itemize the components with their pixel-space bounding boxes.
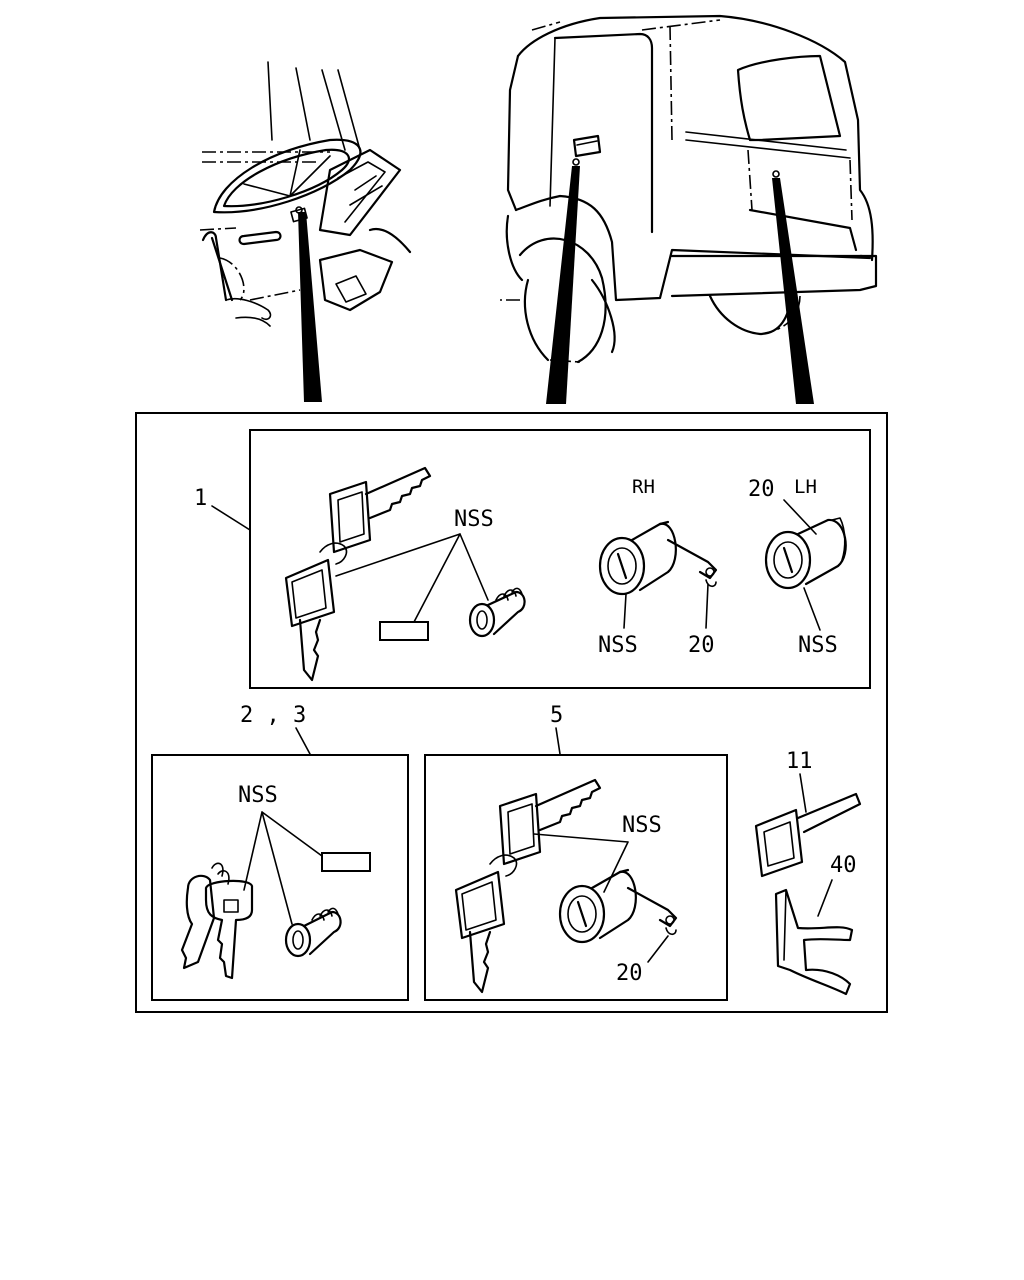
door-lock-icon-set5 (558, 868, 678, 944)
ref-1-leader (211, 505, 251, 531)
ref-11-label: 11 (786, 749, 813, 774)
key-pair-icon (284, 466, 432, 682)
rh-door-lock-icon (598, 520, 718, 596)
rh-label: RH (632, 476, 655, 498)
ref-11-leader (799, 773, 807, 813)
ref-5-leader (555, 727, 561, 755)
ref-40-label: 40 (830, 853, 857, 878)
panel-set-2-3: 2 , 3 NSS (151, 703, 409, 1001)
panel-set-1: 1 NSS RH (194, 429, 871, 689)
ref-1-label: 1 (194, 486, 207, 511)
nss-label-lh: NSS (798, 633, 838, 658)
panel-1-box (249, 429, 871, 689)
main-frame (135, 412, 888, 1013)
nss-label-set5: NSS (622, 813, 662, 838)
interior-cab-illustration (199, 61, 412, 402)
panel-set-5: 5 NSS 20 (424, 703, 728, 1001)
part-20-label-lh: 20 (748, 477, 775, 502)
key-tag-plate-set23 (321, 852, 371, 872)
pointer-ignition (298, 212, 322, 402)
part-40-group: 40 (774, 853, 857, 996)
part-20-label-rh: 20 (688, 633, 715, 658)
ref-40-leader (817, 879, 833, 917)
cab-exterior-illustration (500, 14, 878, 404)
nss-label-keys: NSS (454, 507, 494, 532)
panel-2-3-box (151, 754, 409, 1001)
key-tag-plate (379, 621, 429, 641)
part-11-group: 11 (754, 749, 862, 878)
lh-label: LH (794, 476, 817, 498)
nss-leader-set23 (243, 811, 323, 925)
clip-icon (774, 888, 854, 996)
ref-5-label: 5 (550, 703, 563, 728)
key-ring-icon (180, 862, 254, 980)
nss-label-set23: NSS (238, 783, 278, 808)
nss-leader-rh (623, 593, 627, 629)
part-20-leader-rh (705, 583, 709, 629)
nss-label-rh: NSS (598, 633, 638, 658)
part-20-leader-set5 (647, 935, 669, 963)
lock-cylinder-icon (468, 587, 526, 638)
lock-cylinder-icon-set23 (284, 907, 342, 958)
panel-5-box (424, 754, 728, 1001)
ref-2-3-leader (295, 727, 311, 755)
nss-leader-lh (803, 587, 821, 631)
part-20-label-set5: 20 (616, 961, 643, 986)
nss-leader-keys (335, 533, 489, 623)
key-pair-icon-set5 (454, 778, 602, 994)
ref-2-3-label: 2 , 3 (240, 703, 306, 728)
pointer-lh-door (772, 178, 814, 404)
pointer-rh-door (546, 166, 580, 404)
nss-leader-set5 (533, 833, 629, 893)
lh-door-lock-icon (764, 517, 847, 590)
blank-key-icon (754, 792, 862, 878)
